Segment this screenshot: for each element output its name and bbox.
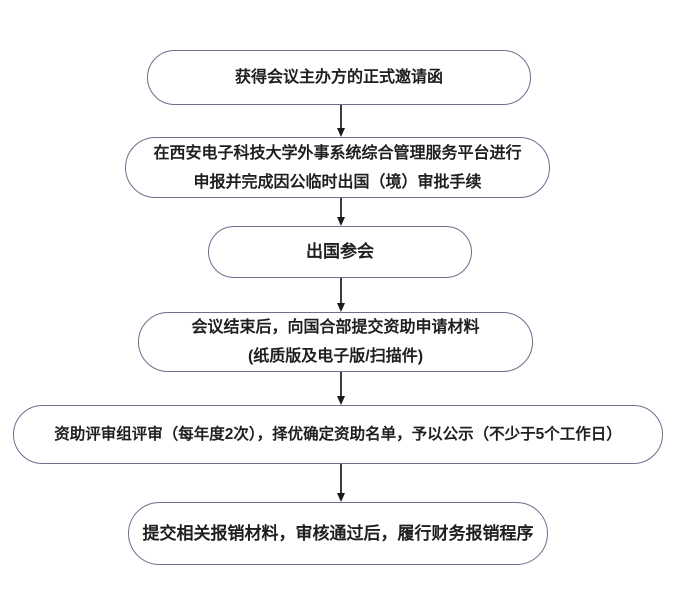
arrow-head-icon [336,493,345,502]
arrow-shaft [340,105,342,129]
flow-step-label: 申报并完成因公临时出国（境）审批手续 [193,173,482,191]
flow-step-label: 提交相关报销材料，审核通过后，履行财务报销程序 [142,523,534,543]
flow-step-approval-platform: 在西安电子科技大学外事系统综合管理服务平台进行 申报并完成因公临时出国（境）审批… [125,137,550,198]
arrow-shaft [340,372,342,397]
arrow-head-icon [336,217,345,226]
flow-step-label: (纸质版及电子版/扫描件) [247,348,424,365]
flow-step-label: 在西安电子科技大学外事系统综合管理服务平台进行 [153,144,522,162]
arrow-head-icon [336,303,345,312]
flow-step-submit-application: 会议结束后，向国合部提交资助申请材料 (纸质版及电子版/扫描件) [138,312,533,372]
arrow-shaft [340,464,342,494]
flow-step-reimbursement: 提交相关报销材料，审核通过后，履行财务报销程序 [128,502,548,565]
flow-arrow-3-4 [336,278,346,312]
flow-step-attend-abroad: 出国参会 [208,226,472,278]
arrow-head-icon [336,128,345,137]
flow-step-label: 出国参会 [306,242,374,261]
arrow-head-icon [336,396,345,405]
flow-step-label: 获得会议主办方的正式邀请函 [234,69,443,86]
flow-step-label: 资助评审组评审（每年度2次），择优确定资助名单，予以公示（不少于5个工作日） [54,425,622,443]
arrow-shaft [340,278,342,304]
flow-arrow-1-2 [336,105,346,137]
flow-arrow-5-6 [336,464,346,502]
flow-step-invitation: 获得会议主办方的正式邀请函 [147,50,531,105]
flow-step-review-publicity: 资助评审组评审（每年度2次），择优确定资助名单，予以公示（不少于5个工作日） [13,405,663,464]
flow-arrow-2-3 [336,198,346,226]
flow-step-label: 会议结束后，向国合部提交资助申请材料 [191,319,480,336]
arrow-shaft [340,198,342,218]
flow-arrow-4-5 [336,372,346,405]
